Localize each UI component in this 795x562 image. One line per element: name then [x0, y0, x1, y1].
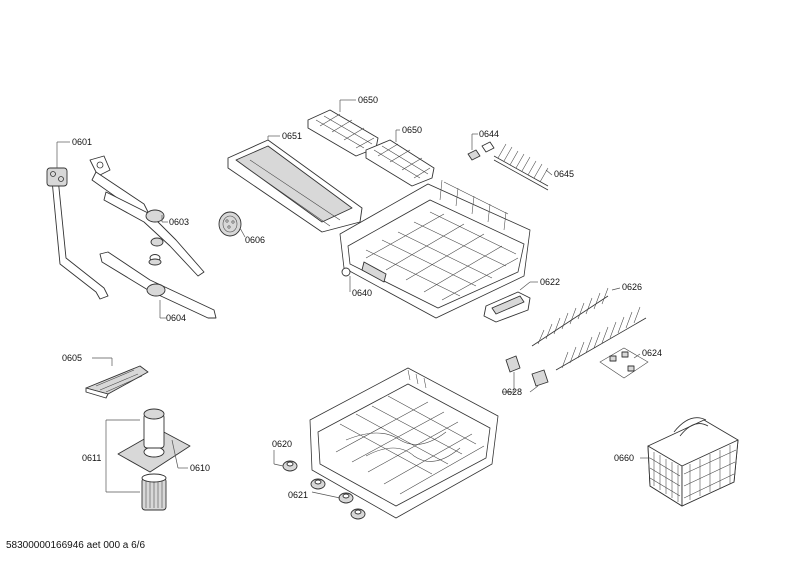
part-0651-cutlery-tray: [227, 135, 363, 233]
part-0610-filter-base: [117, 408, 191, 473]
label-0601: 0601: [72, 137, 92, 147]
label-0621: 0621: [288, 490, 308, 500]
part-0601-supply-pipe: [46, 141, 109, 300]
label-0650-right: 0650: [402, 125, 422, 135]
part-0626-folding-tines: [531, 287, 647, 371]
label-0605: 0605: [62, 353, 82, 363]
label-0628: 0628: [502, 387, 522, 397]
part-0603-upper-spray-arm: [89, 155, 205, 277]
label-0651: 0651: [282, 131, 302, 141]
part-0640-upper-basket: [339, 179, 531, 319]
part-0650-cup-shelf-right: [365, 129, 435, 187]
label-0645: 0645: [554, 169, 574, 179]
label-0606: 0606: [245, 235, 265, 245]
label-0604: 0604: [166, 313, 186, 323]
part-0620-wheels: [273, 450, 326, 490]
part-0621-wheels: [311, 491, 366, 520]
label-0622: 0622: [540, 277, 560, 287]
part-spray-arm-hub: [148, 237, 164, 266]
label-0603: 0603: [169, 217, 189, 227]
part-0611-micro-filter: [105, 419, 167, 511]
label-0640: 0640: [352, 288, 372, 298]
part-lower-basket: [309, 367, 499, 519]
part-0604-lower-spray-arm: [99, 251, 217, 319]
part-0624-clip-set: [599, 347, 649, 379]
part-0606-filter-disc: [218, 211, 246, 238]
part-0605-filter-plate: [85, 357, 149, 399]
label-0660: 0660: [614, 453, 634, 463]
label-0644: 0644: [479, 129, 499, 139]
label-0610: 0610: [190, 463, 210, 473]
label-0611: 0611: [82, 453, 101, 463]
part-0660-cutlery-basket: [640, 417, 739, 507]
part-0622-handle: [483, 281, 538, 323]
label-0650-left: 0650: [358, 95, 378, 105]
document-id: 58300000166946 aet 000 a 6/6: [6, 540, 146, 551]
part-0644-clip: [467, 133, 495, 161]
part-0645-tine-row: [493, 143, 553, 191]
label-0624: 0624: [642, 348, 662, 358]
label-0620: 0620: [272, 439, 292, 449]
part-0650-cup-shelf-left: [307, 99, 379, 157]
label-0626: 0626: [622, 282, 642, 292]
part-0628-holder: [502, 355, 549, 393]
